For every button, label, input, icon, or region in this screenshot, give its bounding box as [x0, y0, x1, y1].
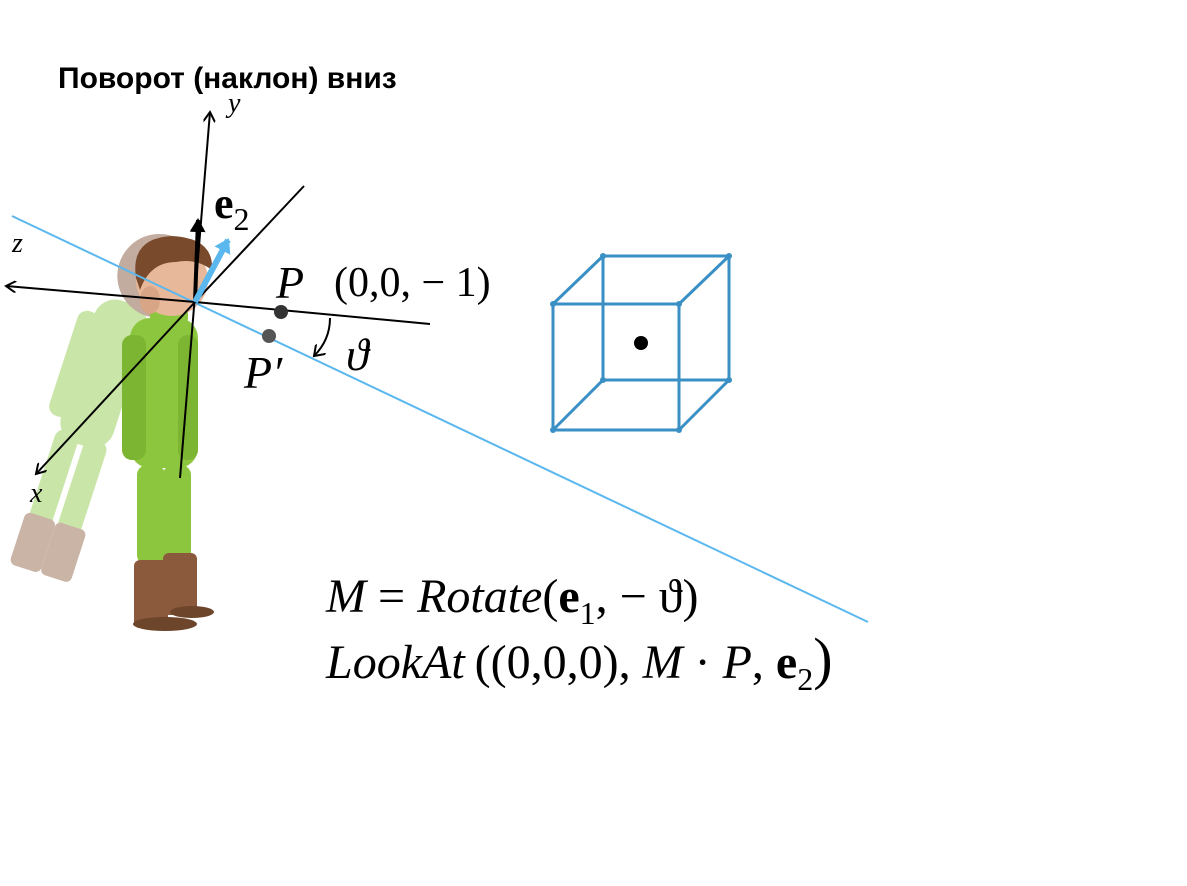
formula-lookat: LookAt	[325, 636, 466, 689]
cube-wireframe	[551, 254, 731, 432]
point-p-coords: (0,0, − 1)	[334, 260, 491, 306]
cube-center-dot	[634, 336, 648, 350]
x-axis-label: x	[29, 478, 43, 509]
formula-e2-sub: 2	[797, 661, 813, 697]
tilted-view-line	[11, 215, 869, 623]
formula-open-paren: (	[542, 570, 558, 623]
formula-rotate: Rotate	[416, 570, 542, 623]
formula-e1-sub: 1	[580, 595, 596, 631]
original-view-line	[194, 301, 431, 325]
formula-p: P	[722, 636, 752, 689]
formula-line-1: M = Rotate(e1, − ϑ)	[325, 570, 698, 631]
formula-m: M	[325, 570, 369, 623]
formula-args-start: ((0,0,0),	[475, 636, 643, 689]
e2-label-base: e	[214, 179, 234, 228]
point-p-prime-label: P′	[243, 347, 283, 398]
formula-line-2: LookAt((0,0,0), M · P, e2)	[325, 626, 833, 697]
formula-close-paren: )	[813, 626, 832, 691]
formula-eq: =	[366, 570, 417, 623]
point-p-dot	[274, 305, 288, 319]
y-axis-label: y	[225, 88, 241, 119]
z-axis	[6, 286, 196, 303]
point-p-label: P	[275, 257, 304, 308]
e2-rotated-vector	[192, 238, 231, 304]
formula-rest: , − ϑ)	[596, 570, 699, 623]
e2-vector	[189, 218, 206, 303]
x-axis	[36, 301, 196, 474]
angle-arc	[314, 317, 331, 356]
cube-vertices	[550, 253, 732, 433]
formula-e2: e	[776, 636, 797, 689]
z-axis-label: z	[11, 228, 23, 259]
formula-dot: ·	[683, 636, 723, 689]
e2-label: e2	[214, 179, 250, 237]
formula-sep: ,	[752, 636, 776, 689]
slide-title: Поворот (наклон) вниз	[58, 62, 397, 95]
rotated-axis-line	[194, 185, 305, 303]
angle-label: ϑ	[346, 329, 371, 380]
character-figure	[122, 236, 214, 631]
e2-label-sub: 2	[234, 201, 250, 237]
formula-m2: M	[642, 636, 686, 689]
formula-e1: e	[558, 570, 579, 623]
point-p-prime-dot	[262, 329, 276, 343]
